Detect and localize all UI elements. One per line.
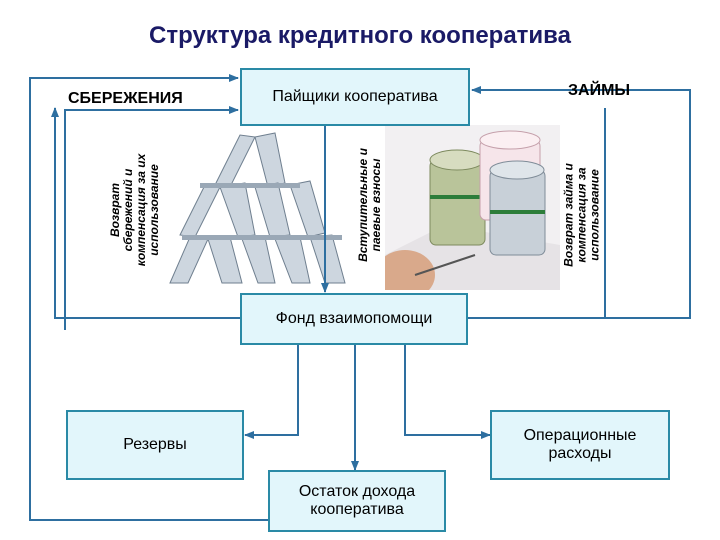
fund-to-operating-arrow	[404, 345, 491, 439]
operating-costs-box: Операционные расходы	[490, 410, 670, 480]
fund-box: Фонд взаимопомощи	[240, 293, 468, 345]
members-box: Пайщики кооператива	[240, 68, 470, 126]
loans-label: ЗАЙМЫ	[568, 82, 631, 99]
savings-return-label: Возврат сбережений и компенсация за их и…	[108, 153, 161, 267]
remainder-income-box: Остаток дохода кооператива	[268, 470, 446, 532]
reserves-box: Резервы	[66, 410, 244, 480]
fund-to-reserves-arrow	[244, 345, 299, 439]
house-of-cards-image	[160, 125, 350, 285]
member-fees-label: Вступительные и паевые взносы	[356, 148, 383, 262]
rolled-banknotes-image	[385, 125, 560, 290]
fund-to-savings-arrow	[51, 107, 240, 319]
loan-return-label: Возврат займа и компенсация за использов…	[561, 163, 602, 267]
diagram-title: Структура кредитного кооператива	[149, 22, 571, 49]
loans-return-arrow	[468, 86, 691, 319]
savings-label: СБЕРЕЖЕНИЯ	[68, 90, 183, 107]
savings-return-arrow	[64, 106, 239, 330]
remainder-to-members-arrow	[29, 74, 268, 521]
